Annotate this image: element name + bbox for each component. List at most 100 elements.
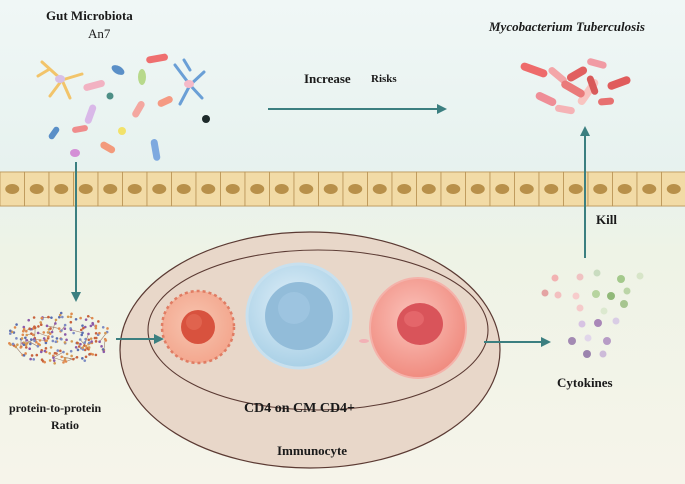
protein-node bbox=[28, 347, 31, 351]
protein-node bbox=[53, 351, 57, 355]
protein-node bbox=[45, 324, 49, 328]
protein-node bbox=[13, 326, 17, 329]
protein-node bbox=[21, 333, 25, 337]
protein-node bbox=[87, 341, 91, 345]
protein-node bbox=[42, 331, 46, 334]
protein-node bbox=[9, 329, 12, 333]
protein-node bbox=[83, 341, 86, 344]
protein-node bbox=[40, 316, 44, 320]
mycobacterium-cluster-icon bbox=[520, 58, 631, 115]
epithelial-nucleus bbox=[617, 184, 632, 194]
protein-node bbox=[22, 327, 26, 331]
protein-node bbox=[58, 313, 62, 317]
protein-node bbox=[47, 335, 50, 338]
protein-node bbox=[77, 345, 81, 348]
protein-node bbox=[104, 331, 107, 335]
protein-node bbox=[81, 357, 84, 360]
protein-node bbox=[54, 340, 58, 344]
protein-node bbox=[43, 349, 47, 353]
protein-node bbox=[32, 358, 36, 361]
protein-node bbox=[60, 329, 63, 332]
protein-node bbox=[22, 343, 26, 347]
protein-node bbox=[33, 325, 36, 328]
cytokine-dots-icon bbox=[541, 269, 644, 358]
protein-node bbox=[53, 361, 56, 365]
protein-node bbox=[100, 345, 103, 348]
protein-node bbox=[84, 337, 87, 341]
epithelial-nucleus bbox=[593, 184, 608, 194]
protein-node bbox=[101, 348, 105, 351]
protein-node bbox=[35, 353, 39, 357]
epithelial-nucleus bbox=[225, 184, 240, 194]
kill-label: Kill bbox=[596, 212, 617, 227]
gut-microbiota-title: Gut Microbiota bbox=[46, 8, 133, 23]
protein-node bbox=[30, 332, 33, 335]
protein-node bbox=[49, 346, 53, 349]
protein-node bbox=[90, 316, 94, 320]
protein-node bbox=[30, 354, 34, 357]
protein-node bbox=[74, 317, 78, 321]
protein-node bbox=[65, 352, 69, 356]
protein-node bbox=[16, 343, 19, 347]
protein-node bbox=[63, 357, 67, 360]
protein-node bbox=[50, 330, 54, 334]
protein-node bbox=[22, 341, 26, 344]
cd4-label: CD4 on CM CD4+ bbox=[244, 401, 356, 416]
protein-edge bbox=[46, 325, 60, 329]
protein-node bbox=[90, 340, 93, 343]
protein-node bbox=[62, 350, 65, 354]
protein-node bbox=[63, 323, 67, 327]
protein-node bbox=[57, 327, 61, 330]
ratio-label-line1: protein-to-protein bbox=[9, 401, 102, 415]
epithelial-nucleus bbox=[127, 184, 142, 194]
protein-node bbox=[51, 339, 55, 343]
protein-node bbox=[81, 331, 84, 335]
protein-node bbox=[14, 345, 18, 349]
protein-node bbox=[24, 352, 27, 355]
protein-edge bbox=[65, 357, 78, 362]
protein-network-icon bbox=[8, 311, 109, 365]
protein-node bbox=[79, 328, 83, 332]
protein-node bbox=[25, 339, 29, 342]
epithelial-nucleus bbox=[666, 184, 681, 194]
protein-node bbox=[88, 352, 91, 356]
protein-node bbox=[94, 324, 98, 328]
gut-microbiota-subtitle: An7 bbox=[88, 26, 111, 41]
epithelium-layer bbox=[0, 171, 685, 207]
protein-node bbox=[56, 349, 60, 352]
protein-node bbox=[38, 339, 42, 342]
protein-node bbox=[76, 348, 80, 352]
protein-node bbox=[83, 359, 87, 362]
protein-node bbox=[79, 316, 82, 320]
protein-node bbox=[70, 312, 73, 316]
protein-node bbox=[11, 342, 15, 346]
epithelial-nucleus bbox=[176, 184, 191, 194]
protein-node bbox=[22, 354, 26, 357]
protein-node bbox=[84, 355, 88, 359]
protein-node bbox=[83, 325, 87, 329]
protein-node bbox=[21, 329, 25, 333]
protein-node bbox=[98, 331, 101, 335]
protein-node bbox=[72, 357, 75, 361]
protein-node bbox=[91, 323, 95, 326]
protein-node bbox=[25, 341, 29, 345]
epithelial-cell bbox=[563, 171, 589, 207]
protein-node bbox=[49, 327, 52, 330]
protein-edge bbox=[38, 332, 49, 337]
protein-node bbox=[52, 356, 55, 359]
epithelial-nucleus bbox=[201, 184, 216, 194]
epithelial-nucleus bbox=[544, 184, 559, 194]
protein-node bbox=[58, 315, 61, 319]
protein-node bbox=[29, 342, 32, 346]
protein-node bbox=[89, 324, 93, 328]
protein-node bbox=[29, 357, 32, 361]
protein-node bbox=[69, 320, 73, 324]
protein-node bbox=[84, 318, 88, 321]
arrows bbox=[71, 104, 590, 347]
protein-edge bbox=[53, 351, 64, 358]
protein-edge bbox=[61, 356, 74, 360]
epithelial-nucleus bbox=[54, 184, 69, 194]
protein-node bbox=[59, 311, 63, 315]
protein-node bbox=[79, 342, 82, 346]
protein-node bbox=[94, 326, 98, 330]
